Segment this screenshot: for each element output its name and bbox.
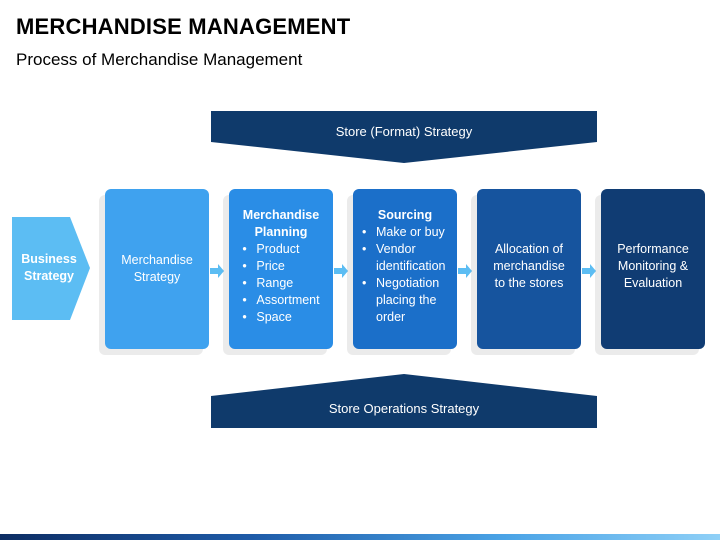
card-line: Strategy xyxy=(133,270,181,284)
card-merchandise-strategy-body: Merchandise Strategy xyxy=(105,189,209,349)
footer-gradient-bar xyxy=(0,534,720,540)
business-strategy-shape xyxy=(12,217,90,320)
card-allocation-body: Allocation of merchandise to the stores xyxy=(477,189,581,349)
bottom-banner-shape xyxy=(211,374,597,428)
top-banner-label: Store (Format) Strategy xyxy=(335,124,473,139)
card-merchandise-planning-body: Merchandise Planning Product Price Range… xyxy=(229,189,333,349)
list-item: Make or buy xyxy=(362,224,448,241)
card-heading: Merchandise Planning xyxy=(243,207,319,241)
card-performance-body: Performance Monitoring & Evaluation xyxy=(601,189,705,349)
card-sourcing: Sourcing Make or buy Vendor identificati… xyxy=(353,189,457,349)
card-line: merchandise xyxy=(493,259,565,273)
card-heading: Sourcing xyxy=(377,208,433,222)
list-item: Vendor identification xyxy=(362,241,448,275)
card-line: Allocation of xyxy=(494,242,564,256)
card-sourcing-body: Sourcing Make or buy Vendor identificati… xyxy=(353,189,457,349)
bullet-list: Make or buy Vendor identification Negoti… xyxy=(362,224,448,326)
bottom-banner-label: Store Operations Strategy xyxy=(328,401,480,416)
card-performance: Performance Monitoring & Evaluation xyxy=(601,189,705,349)
card-merchandise-strategy: Merchandise Strategy xyxy=(105,189,209,349)
business-strategy-label: Business Strategy xyxy=(12,251,86,285)
card-line: to the stores xyxy=(494,276,564,290)
card-line: Monitoring & xyxy=(617,259,689,273)
card-merchandise-planning: Merchandise Planning Product Price Range… xyxy=(229,189,333,349)
card-allocation: Allocation of merchandise to the stores xyxy=(477,189,581,349)
card-heading-line: Planning xyxy=(254,225,308,239)
list-item: Range xyxy=(242,275,319,292)
connector-arrow-3 xyxy=(458,264,472,278)
business-strategy-line-1: Business xyxy=(21,252,77,266)
card-line: Merchandise xyxy=(121,253,193,267)
card-line: Evaluation xyxy=(623,276,683,290)
list-item: Assortment xyxy=(242,292,319,309)
connector-arrow-2 xyxy=(334,264,348,278)
page-subtitle: Process of Merchandise Management xyxy=(16,50,303,69)
top-banner-shape xyxy=(211,111,597,163)
card-line: Performance xyxy=(617,242,689,256)
business-strategy-line-2: Strategy xyxy=(23,269,75,283)
page-title: MERCHANDISE MANAGEMENT xyxy=(16,14,351,39)
connector-arrow-4 xyxy=(582,264,596,278)
bullet-list: Product Price Range Assortment Space xyxy=(242,241,319,326)
list-item: Price xyxy=(242,258,319,275)
connector-arrow-1 xyxy=(210,264,224,278)
list-item: Space xyxy=(242,309,319,326)
list-item: Product xyxy=(242,241,319,258)
card-heading-line: Merchandise xyxy=(242,208,320,222)
list-item: Negotiation placing the order xyxy=(362,275,448,326)
